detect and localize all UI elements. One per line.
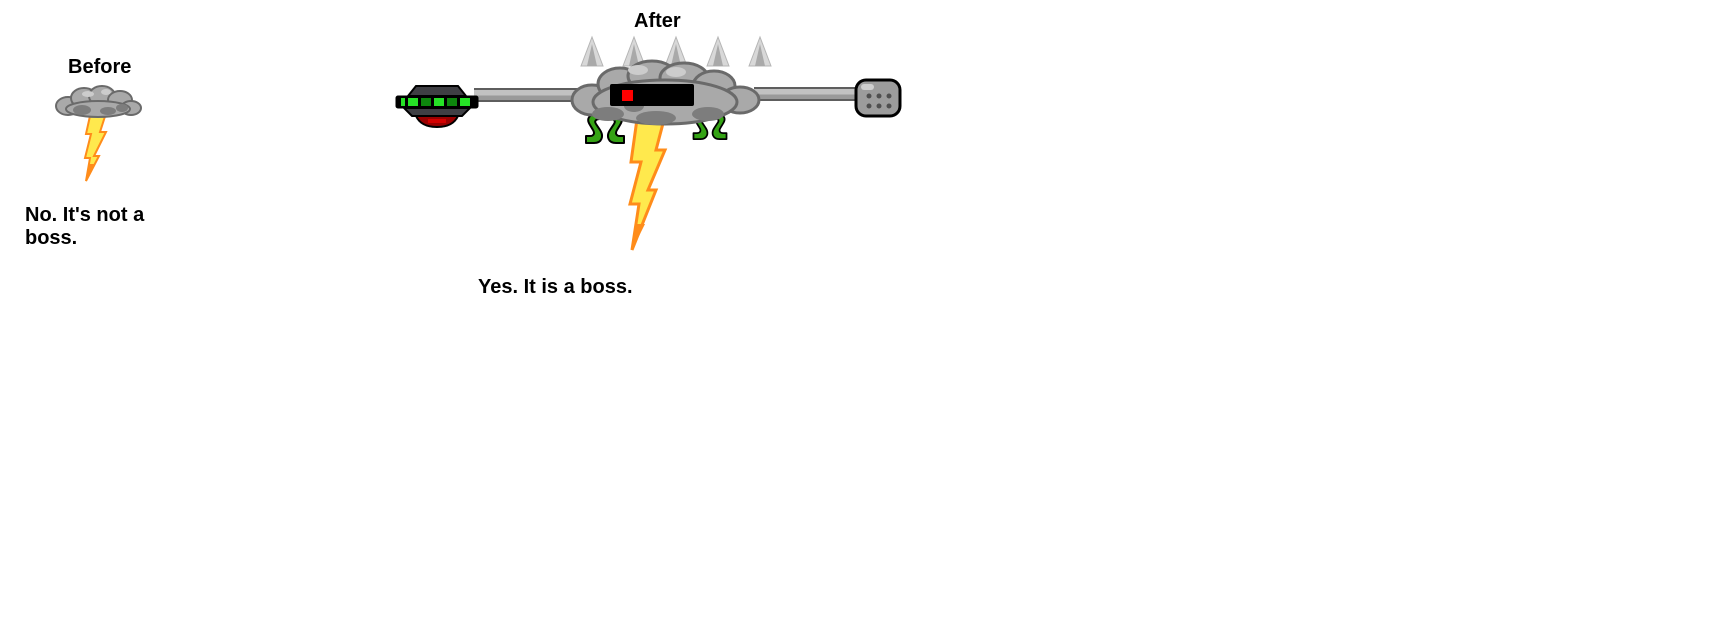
red-eye-visor-icon — [610, 84, 694, 106]
red-eye — [622, 90, 633, 101]
right-arm-rod — [754, 87, 858, 101]
before-caption: No. It's not a boss. — [25, 204, 144, 250]
small-storm-cloud-icon — [55, 85, 142, 118]
claw-legs-icon — [585, 113, 625, 144]
lightning-bolt-icon — [628, 110, 668, 251]
spike-row-icon — [580, 35, 772, 67]
small-lightning-bolt-icon — [83, 106, 110, 182]
after-caption: Yes. It is a boss. — [478, 276, 633, 298]
before-label: Before — [68, 56, 132, 78]
before-caption-line2: boss. — [25, 227, 78, 249]
saucer-blaster-icon — [395, 85, 479, 129]
after-label: After — [634, 10, 681, 32]
mace-gripper-icon — [854, 78, 902, 118]
left-arm-rod — [474, 88, 580, 102]
before-caption-line1: No. It's not a — [25, 204, 145, 226]
